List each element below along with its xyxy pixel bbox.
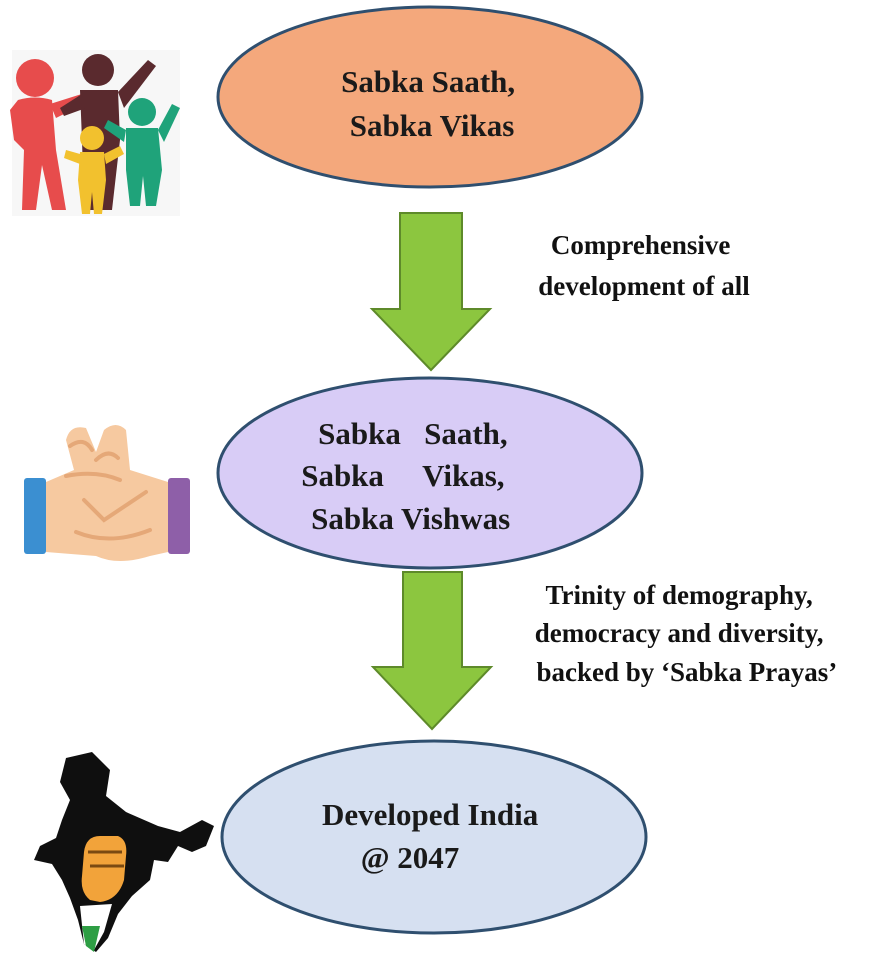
arrow-2 — [370, 571, 494, 731]
svg-text:Sabka Saath, Sabka Vikas: Sabka Saath, Sabka Vikas — [341, 64, 523, 143]
stage-3-node: Developed India @ 2047 — [220, 739, 648, 935]
arrow-2-label-line-1: Trinity of demography, — [545, 580, 812, 610]
stage-2-ellipse — [216, 376, 644, 570]
stage-2-line-3: Sabka Vishwas — [311, 501, 510, 536]
stage-2-line-1: Sabka Saath, — [318, 416, 508, 451]
stage-1-line-2: Sabka Vikas — [350, 108, 515, 143]
india-map-fist-icon — [34, 752, 214, 952]
arrow-2-label-line-2: democracy and diversity, — [535, 618, 824, 648]
handshake-icon — [24, 425, 190, 561]
stage-3-ellipse — [220, 739, 648, 935]
family-icon — [10, 50, 180, 216]
arrow-2-label: Trinity of demography, democracy and div… — [535, 580, 837, 687]
stage-1-node: Sabka Saath, Sabka Vikas — [216, 5, 644, 189]
stage-1-ellipse — [216, 5, 644, 189]
stage-3-line-1: Developed India — [322, 797, 539, 832]
svg-text:Developed India @ 2047: Developed India @ 2047 — [322, 797, 546, 875]
stage-2-node: Sabka Saath, Sabka Vikas, Sabka Vishwas — [0, 0, 644, 570]
arrow-1 — [369, 212, 493, 372]
arrow-1-label: Comprehensive development of all — [538, 230, 750, 301]
arrow-1-label-line-1: Comprehensive — [551, 230, 731, 260]
svg-text:Sabka Saath, Sabka: Sabka Saath, Sabka Vikas, Sabka Vishwas — [0, 0, 562, 536]
stage-1-line-1: Sabka Saath, — [341, 64, 515, 99]
stage-3-line-2: @ 2047 — [361, 840, 460, 875]
stage-2-line-2: Sabka Vikas, — [301, 458, 504, 493]
arrow-2-label-line-3: backed by ‘Sabka Prayas’ — [536, 657, 836, 687]
arrow-1-label-line-2: development of all — [538, 271, 750, 301]
